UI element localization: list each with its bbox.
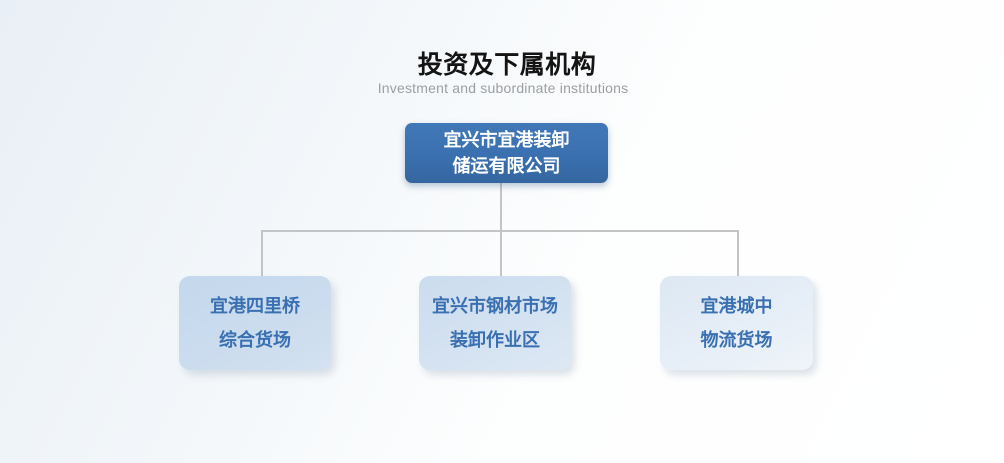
org-node-steel-market-area: 宜兴市钢材市场 装卸作业区 [419, 276, 571, 370]
org-node-root: 宜兴市宜港装卸 储运有限公司 [405, 123, 608, 183]
connector-drop-right [737, 230, 739, 277]
org-node-line1: 宜港城中 [700, 296, 773, 316]
org-node-line2: 物流货场 [700, 330, 773, 350]
org-node-root-line1: 宜兴市宜港装卸 [443, 130, 570, 150]
page-subtitle: Investment and subordinate institutions [377, 80, 629, 96]
org-node-line1: 宜兴市钢材市场 [432, 296, 558, 316]
org-node-line2: 综合货场 [219, 330, 291, 350]
org-node-root-line2: 储运有限公司 [452, 156, 561, 176]
org-node-line2: 装卸作业区 [450, 330, 540, 350]
org-node-silqiao-yard: 宜港四里桥 综合货场 [179, 276, 331, 370]
connector-horizontal-bar [261, 230, 739, 232]
page-title: 投资及下属机构 [417, 51, 597, 79]
org-node-line1: 宜港四里桥 [210, 296, 300, 316]
org-node-chengzhong-logistics: 宜港城中 物流货场 [660, 276, 813, 370]
connector-drop-left [261, 230, 263, 277]
